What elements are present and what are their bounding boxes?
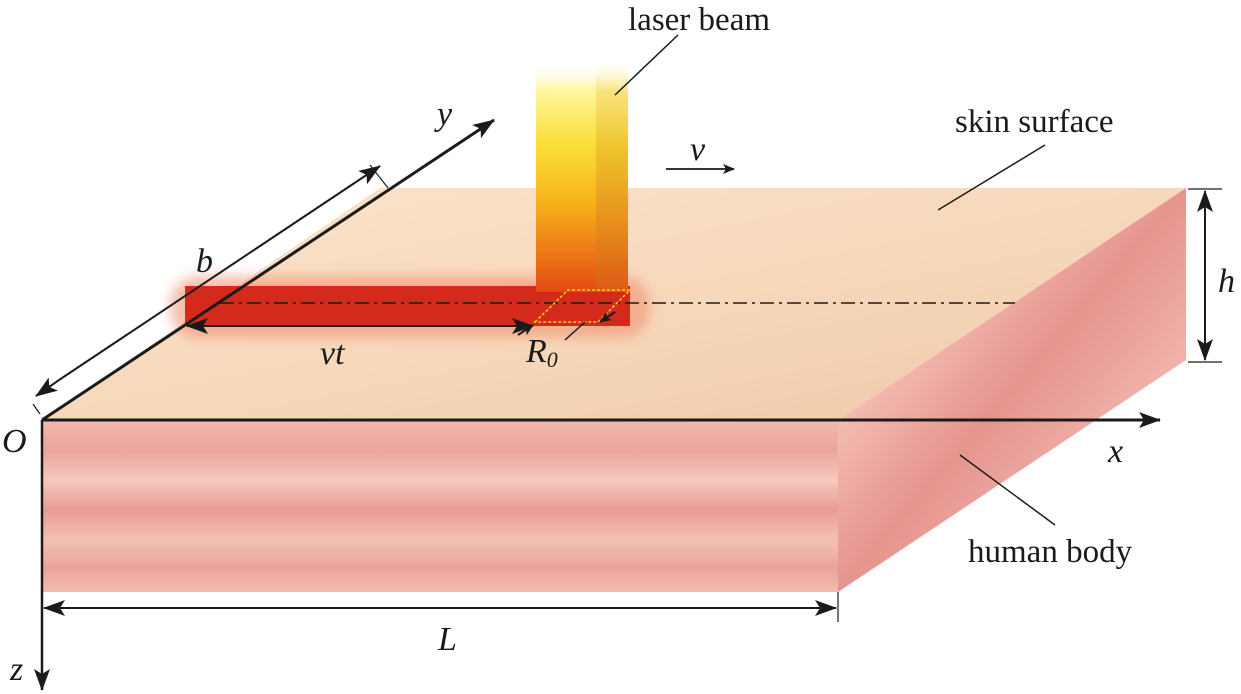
z-axis-label: z	[9, 651, 23, 688]
human-body-label: human body	[968, 534, 1133, 570]
laser-beam	[533, 56, 632, 323]
radius-label: R0	[525, 333, 558, 372]
y-axis-label: y	[434, 96, 453, 133]
leader-laser-beam	[614, 34, 679, 96]
dimension-b	[32, 164, 389, 415]
distance-label: vt	[320, 335, 346, 372]
axes	[34, 118, 1161, 691]
dimension-l	[43, 592, 839, 622]
radius-symbol: R	[525, 333, 547, 370]
skin-front-face	[42, 420, 838, 592]
laser-beam-label: laser beam	[628, 2, 770, 38]
y-axis-line	[41, 118, 495, 422]
skin-surface-label: skin surface	[955, 104, 1114, 140]
leader-radius	[564, 321, 586, 341]
leader-skin-surface	[937, 144, 1046, 211]
skin-side-face	[838, 188, 1186, 592]
dimension-r0	[517, 311, 616, 336]
length-label: L	[437, 621, 457, 658]
beam-spot	[533, 289, 632, 323]
x-axis-label: x	[1107, 433, 1123, 470]
leader-human-body	[959, 454, 1056, 526]
width-label: b	[196, 243, 213, 280]
origin-label: O	[2, 423, 27, 460]
radius-subscript: 0	[547, 347, 558, 372]
velocity-label: v	[690, 131, 706, 168]
dimension-h	[1188, 188, 1222, 363]
height-label: h	[1218, 263, 1235, 300]
